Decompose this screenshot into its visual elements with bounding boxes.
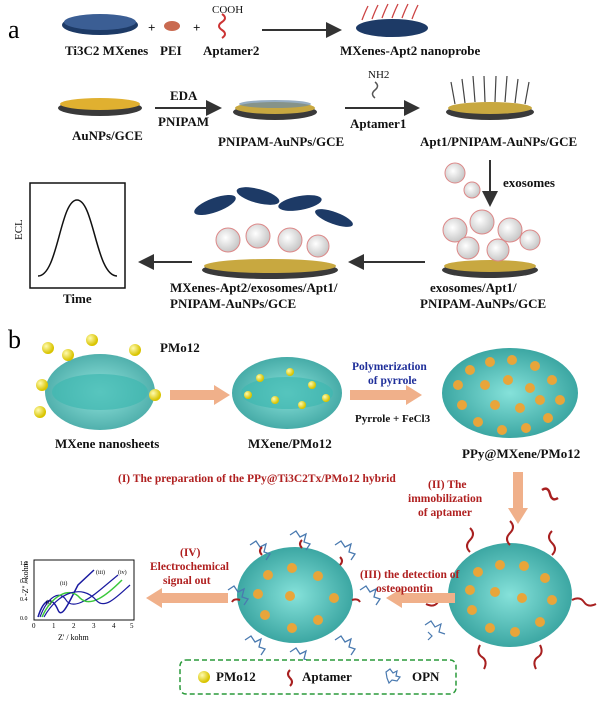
final-label-1: MXenes-Apt2/exosomes/Apt1/ bbox=[170, 280, 338, 295]
legend-opn-icon bbox=[385, 668, 402, 685]
step4-label-2: Electrochemical bbox=[150, 561, 229, 573]
aptamer-hybrid-icon bbox=[425, 520, 597, 670]
cooh-label: COOH bbox=[212, 4, 243, 16]
svg-text:0: 0 bbox=[32, 622, 36, 630]
mxenes-label: Ti3C2 MXenes bbox=[65, 43, 148, 58]
polymerization-label-2: of pyrrole bbox=[368, 375, 417, 387]
step2-label-1: (II) The bbox=[428, 479, 466, 491]
step4-label-3: signal out bbox=[163, 575, 211, 587]
legend-box bbox=[179, 659, 457, 695]
polymerization-label-1: Polymerization bbox=[352, 361, 427, 373]
exosomes-label: exosomes bbox=[503, 175, 555, 190]
ecl-plot bbox=[29, 182, 126, 289]
step3-label-2: osteopontin bbox=[376, 583, 433, 595]
plus-sign-1: + bbox=[148, 20, 155, 35]
pnipam-au-label: PNIPAM-AuNPs/GCE bbox=[218, 134, 344, 149]
exo-label-2: PNIPAM-AuNPs/GCE bbox=[420, 296, 546, 311]
plus-sign-2: + bbox=[193, 20, 200, 35]
svg-text:(iii): (iii) bbox=[96, 569, 105, 576]
exo-label-1: exosomes/Apt1/ bbox=[430, 280, 517, 295]
nyquist-plot bbox=[33, 559, 135, 621]
pnipam-label: PNIPAM bbox=[158, 114, 209, 129]
ppy-hybrid-icon bbox=[442, 348, 578, 438]
nyquist-yticks: 0.0 0.4 0.8 1.2 bbox=[20, 561, 28, 622]
svg-text:0.4: 0.4 bbox=[20, 597, 28, 603]
aptamer2-label: Aptamer2 bbox=[203, 43, 259, 58]
ppy-label: PPy@MXene/PMo12 bbox=[462, 446, 580, 461]
ecl-axis-label: ECL bbox=[13, 219, 25, 240]
aptamer-small-icon bbox=[541, 487, 559, 501]
pnipam-electrode bbox=[233, 100, 317, 120]
pyrrole-label: Pyrrole + FeCl3 bbox=[355, 413, 431, 425]
svg-text:0.0: 0.0 bbox=[20, 616, 28, 622]
apt1-electrode bbox=[446, 75, 534, 120]
step3-label-1: (III) the detection of bbox=[360, 569, 459, 581]
final-electrode bbox=[194, 187, 353, 279]
time-axis-label: Time bbox=[63, 291, 92, 306]
exosome-cluster-top bbox=[444, 162, 481, 199]
svg-text:(i): (i) bbox=[46, 599, 52, 606]
step1-label: (I) The preparation of the PPy@Ti3C2Tx/P… bbox=[118, 473, 396, 485]
panel-b-label: b bbox=[8, 325, 21, 354]
nyquist-curve-iii bbox=[41, 579, 123, 618]
svg-text:3: 3 bbox=[92, 622, 96, 630]
step2-label-3: of aptamer bbox=[418, 507, 472, 519]
aptamer1-icon bbox=[371, 81, 379, 99]
legend-opn-label: OPN bbox=[412, 669, 440, 684]
legend-aptamer-icon bbox=[287, 669, 293, 687]
mxene-nanosheets-icon bbox=[34, 334, 161, 430]
probe-label: MXenes-Apt2 nanoprobe bbox=[340, 43, 480, 58]
pmo12-label: PMo12 bbox=[160, 340, 200, 355]
apt1-label: Apt1/PNIPAM-AuNPs/GCE bbox=[420, 134, 577, 149]
nyquist-curve-ii bbox=[39, 574, 119, 618]
nyquist-ylabel: -Z'' / kohm bbox=[21, 560, 30, 596]
aptamer1-label: Aptamer1 bbox=[350, 116, 406, 131]
nanoprobe-icon bbox=[356, 3, 428, 37]
nyquist-curve-iv bbox=[43, 584, 131, 618]
mxene-pmo12-icon bbox=[232, 357, 342, 429]
svg-text:1.2: 1.2 bbox=[20, 561, 28, 567]
nh2-label: NH2 bbox=[368, 69, 389, 81]
svg-text:5: 5 bbox=[130, 622, 134, 630]
aunps-electrode bbox=[58, 98, 142, 116]
svg-text:4: 4 bbox=[112, 622, 116, 630]
eda-label: EDA bbox=[170, 88, 198, 103]
pei-icon bbox=[164, 21, 180, 31]
panel-a-label: a bbox=[8, 15, 20, 44]
exosomes-electrode bbox=[442, 209, 541, 278]
mxene-pmo12-label: MXene/PMo12 bbox=[248, 436, 332, 451]
opn-floating bbox=[424, 620, 446, 641]
legend-pmo12-label: PMo12 bbox=[216, 669, 256, 684]
final-label-2: PNIPAM-AuNPs/GCE bbox=[170, 296, 296, 311]
step2-label-2: immobilization bbox=[408, 493, 483, 505]
legend-aptamer-label: Aptamer bbox=[302, 669, 352, 684]
pei-label: PEI bbox=[160, 43, 182, 58]
legend-pmo12-icon bbox=[198, 671, 210, 683]
nyquist-xticks: 0 1 2 3 4 5 bbox=[32, 622, 134, 630]
svg-text:(iv): (iv) bbox=[118, 569, 127, 576]
svg-text:2: 2 bbox=[72, 622, 76, 630]
detection-complex-icon bbox=[227, 530, 382, 668]
mxenes-sheet bbox=[62, 14, 138, 35]
svg-text:0.8: 0.8 bbox=[20, 579, 28, 585]
svg-text:1: 1 bbox=[52, 622, 56, 630]
aunps-label: AuNPs/GCE bbox=[72, 128, 143, 143]
svg-text:(ii): (ii) bbox=[60, 580, 67, 587]
step4-label-1: (IV) bbox=[180, 547, 201, 559]
nyquist-curve-labels: (i) (ii) (iii) (iv) bbox=[46, 569, 127, 606]
aptamer-icon bbox=[218, 13, 226, 39]
mxene-nanosheets-label: MXene nanosheets bbox=[55, 436, 159, 451]
nyquist-xlabel: Z' / kohm bbox=[58, 633, 90, 642]
